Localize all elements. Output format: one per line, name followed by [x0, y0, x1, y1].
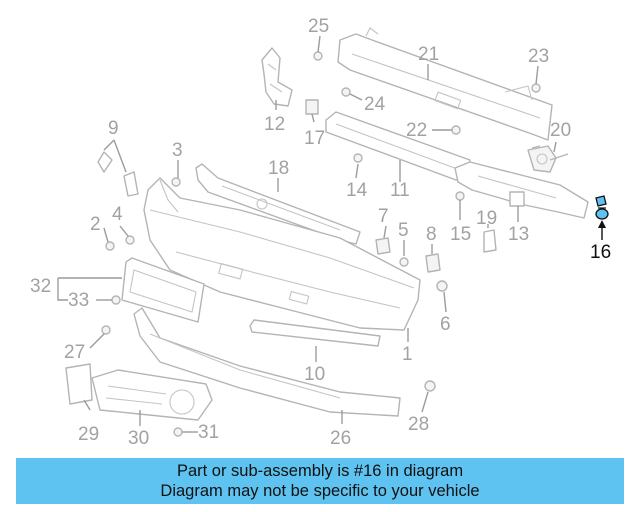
callout-17: 17	[304, 128, 325, 149]
callout-16: 16	[590, 242, 611, 263]
callout-11: 11	[390, 180, 410, 201]
callout-4: 4	[112, 204, 123, 225]
callout-labels: 25 21 23 24 12 17 22 20 9 3 18 14 11 7 1…	[30, 16, 611, 449]
fog-grille-side	[65, 363, 93, 405]
callout-1: 1	[402, 344, 413, 365]
callout-15: 15	[450, 224, 471, 245]
callout-19: 19	[476, 208, 497, 229]
side-bracket	[454, 161, 589, 219]
callout-24: 24	[364, 94, 386, 115]
callout-13: 13	[508, 224, 529, 245]
callout-25: 25	[308, 16, 329, 37]
highlighted-part-16	[595, 195, 609, 220]
callout-14: 14	[346, 180, 368, 201]
leader-lines	[57, 35, 606, 433]
callout-33: 33	[68, 290, 89, 311]
bracket-20	[527, 145, 557, 173]
callout-5: 5	[398, 220, 409, 241]
callout-2: 2	[90, 214, 101, 235]
callout-27: 27	[64, 342, 85, 363]
reinforcement-bar	[337, 27, 553, 141]
callout-21: 21	[418, 44, 439, 65]
guide-19	[483, 229, 497, 253]
callout-22: 22	[406, 120, 427, 141]
callout-32: 32	[30, 276, 51, 297]
banner-line-2: Diagram may not be specific to your vehi…	[160, 482, 480, 500]
lower-spoiler	[133, 307, 401, 417]
callout-9: 9	[108, 118, 119, 139]
callout-28: 28	[408, 414, 429, 435]
lower-strip	[249, 319, 381, 347]
callout-12: 12	[264, 114, 285, 135]
parts-diagram: 25 21 23 24 12 17 22 20 9 3 18 14 11 7 1…	[30, 16, 611, 449]
license-plate-bracket	[121, 257, 205, 323]
callout-3: 3	[172, 140, 183, 161]
absorber-strip	[325, 111, 471, 181]
clip-17	[305, 99, 319, 115]
callout-18: 18	[268, 158, 289, 179]
fog-grille	[91, 369, 213, 421]
callout-8: 8	[426, 224, 437, 245]
callout-30: 30	[128, 428, 149, 449]
callout-29: 29	[78, 424, 99, 445]
bumper-cover	[143, 177, 421, 331]
fasteners	[97, 51, 569, 437]
callout-6: 6	[440, 314, 451, 335]
callout-31: 31	[198, 422, 219, 443]
callout-7: 7	[378, 206, 389, 227]
info-banner: Part or sub-assembly is #16 in diagram D…	[16, 458, 624, 504]
bracket-left	[261, 47, 293, 107]
banner-line-1: Part or sub-assembly is #16 in diagram	[176, 462, 464, 480]
callout-26: 26	[330, 428, 351, 449]
callout-10: 10	[304, 364, 325, 385]
upper-bracket	[195, 163, 361, 245]
callout-23: 23	[528, 46, 549, 67]
callout-20: 20	[550, 120, 571, 141]
